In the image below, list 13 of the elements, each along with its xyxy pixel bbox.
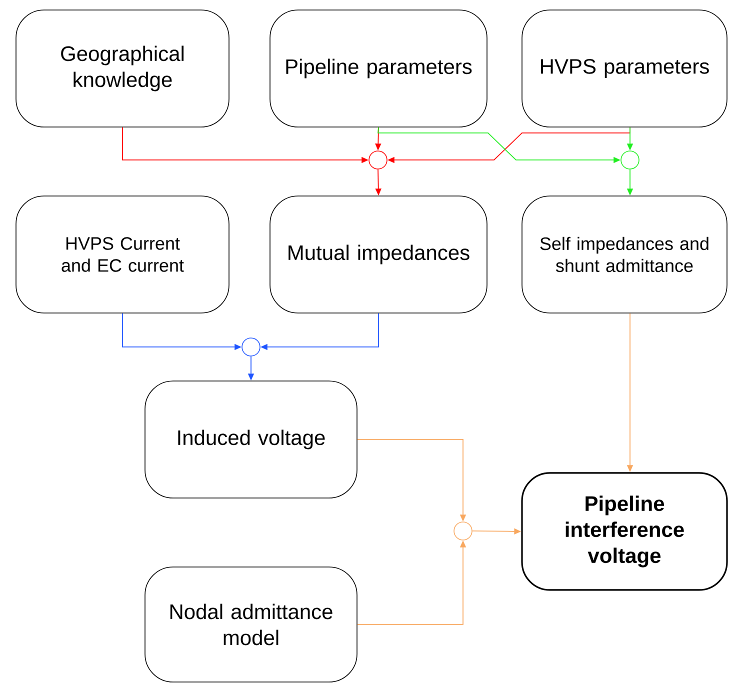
process-box: Self impedances and shunt admittance: [522, 196, 728, 314]
process-box: Pipeline interference voltage: [521, 472, 728, 591]
process-box: HVPS Current and EC current: [16, 196, 230, 314]
junction-circle: [620, 150, 640, 170]
junction-circle: [368, 150, 388, 170]
process-box: Pipeline parameters: [270, 10, 488, 128]
process-box: Nodal admittance model: [144, 566, 358, 682]
junction-circle: [454, 522, 472, 540]
junction-circle: [242, 338, 260, 356]
process-box: Geographical knowledge: [16, 10, 230, 128]
process-box: HVPS parameters: [522, 10, 728, 128]
process-box: Mutual impedances: [270, 196, 488, 314]
process-box: Induced voltage: [144, 380, 358, 498]
